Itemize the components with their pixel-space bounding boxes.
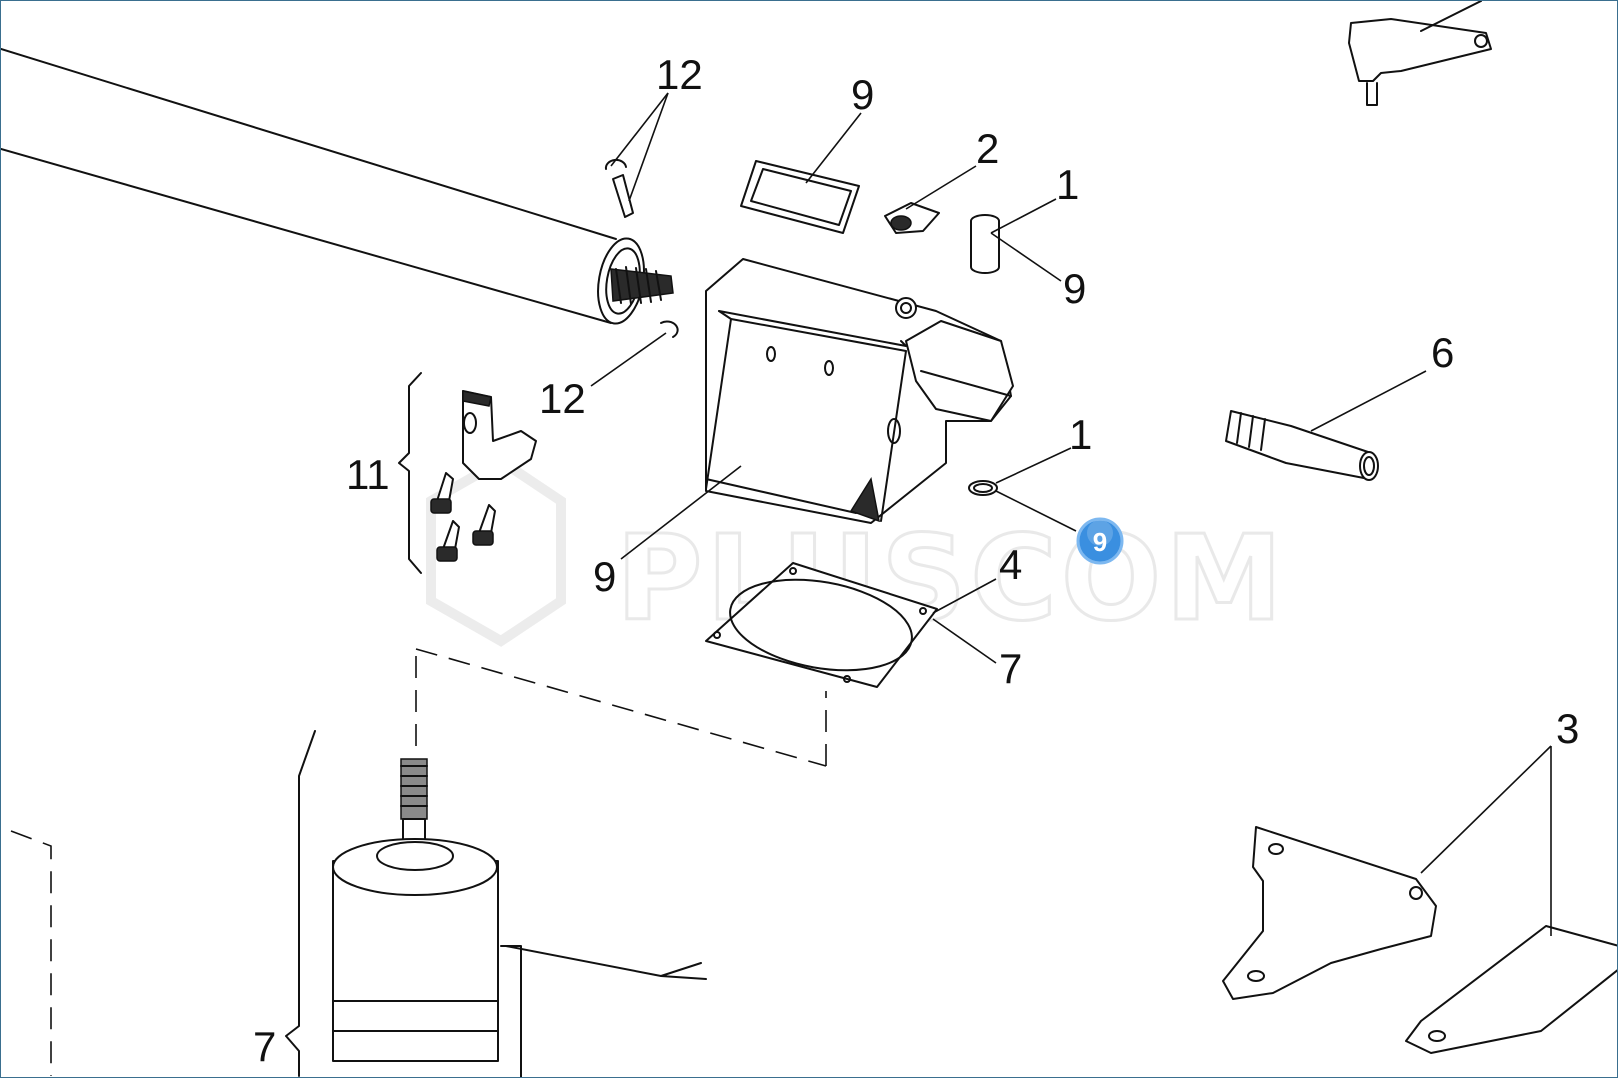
gasket-plate bbox=[705, 562, 938, 688]
callout-2: 2 bbox=[976, 125, 999, 172]
hotspot-marker-9[interactable]: 9 bbox=[1076, 517, 1124, 565]
watermark-text: PLUSCOM bbox=[616, 509, 1287, 647]
gearbox-housing bbox=[705, 258, 1014, 524]
small-circlip bbox=[968, 480, 998, 496]
callout-1-circlip: 1 bbox=[1069, 411, 1092, 458]
seal-plate bbox=[740, 160, 860, 234]
callout-9-housing: 9 bbox=[593, 553, 616, 600]
callout-9-seal: 9 bbox=[851, 71, 874, 118]
cable-gland bbox=[1225, 410, 1379, 481]
callout-3: 3 bbox=[1556, 705, 1579, 752]
hotspot-label: 9 bbox=[1093, 527, 1107, 557]
motor bbox=[285, 730, 707, 1077]
callout-7-motor: 7 bbox=[253, 1023, 276, 1070]
pin-part bbox=[970, 214, 1000, 274]
callout-12-bottom: 12 bbox=[539, 375, 586, 422]
callout-12-top: 12 bbox=[656, 51, 703, 98]
callout-7-gasket: 7 bbox=[999, 645, 1022, 692]
callout-6: 6 bbox=[1431, 329, 1454, 376]
callout-4: 4 bbox=[999, 541, 1022, 588]
callout-1-pin: 1 bbox=[1056, 161, 1079, 208]
shaft-tube bbox=[1, 48, 674, 325]
leader-lines bbox=[590, 92, 1552, 936]
handle-lever bbox=[1348, 1, 1492, 106]
assembly-dashed-lines bbox=[10, 648, 827, 1076]
clip-part bbox=[884, 202, 940, 234]
callout-11: 11 bbox=[346, 451, 390, 498]
bracket-set bbox=[398, 372, 537, 574]
circlip-top bbox=[604, 159, 634, 218]
mounting-brackets bbox=[1222, 826, 1617, 1054]
callout-9-pin: 9 bbox=[1063, 265, 1086, 312]
circlip-bottom bbox=[660, 320, 679, 338]
callout-labels: 12 9 2 1 9 6 12 11 1 9 4 7 3 7 bbox=[253, 51, 1579, 1070]
